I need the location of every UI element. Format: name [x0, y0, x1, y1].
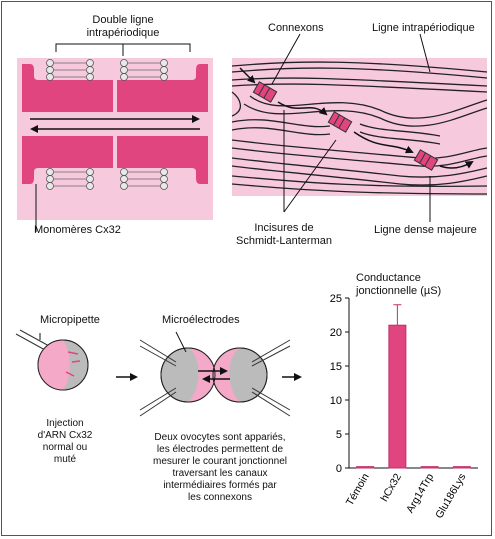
major-dense-line-label: Ligne dense majeure: [374, 224, 477, 236]
panel-b-diagram: [231, 33, 488, 222]
y-tick-label: 10: [330, 395, 342, 407]
y-tick-label: 15: [330, 361, 342, 373]
bar: [452, 466, 471, 469]
connexon-icon: [413, 149, 439, 171]
microelectrodes-label: Microélectrodes: [162, 314, 240, 326]
x-tick-label: Arg14Trp: [404, 471, 436, 515]
y-tick-label: 0: [336, 463, 342, 475]
bar: [356, 466, 375, 469]
x-tick-label: hCx32: [378, 471, 404, 503]
injection-label: Injection d'ARN Cx32 normal ou muté: [37, 418, 93, 465]
panel-a-diagram: [17, 43, 213, 232]
panel-letter-b: B: [232, 14, 256, 36]
intraperiod-line-label: Ligne intrapériodique: [372, 22, 475, 34]
double-line-label: Double ligne intrapériodique: [86, 14, 160, 39]
panel-letter-c: C: [14, 270, 38, 292]
chart-y-title: Conductance jonctionnelle (µS): [356, 272, 442, 297]
monomers-label: Monomères Cx32: [34, 224, 121, 236]
y-tick-label: 5: [336, 429, 342, 441]
description-label: Deux ovocytes sont appariés, les électro…: [153, 432, 287, 503]
panel-letter-d: D: [288, 270, 312, 292]
bar: [420, 466, 439, 469]
error-bar: [393, 304, 402, 326]
y-tick-label: 20: [330, 327, 342, 339]
bar: [388, 324, 407, 469]
connexons-label: Connexons: [268, 22, 324, 34]
y-tick-label: 25: [330, 293, 342, 305]
connexon-icon: [252, 81, 278, 103]
connexon-icon: [327, 111, 353, 133]
panel-letter-a: A: [14, 14, 38, 36]
micropipette-label: Micropipette: [40, 314, 100, 326]
x-tick-label: Glu186Lys: [433, 472, 468, 521]
panel-c-diagram: [15, 329, 302, 417]
incisures-label: Incisures de Schmidt-Lanterman: [236, 222, 332, 247]
x-tick-label: Témoin: [344, 471, 372, 507]
